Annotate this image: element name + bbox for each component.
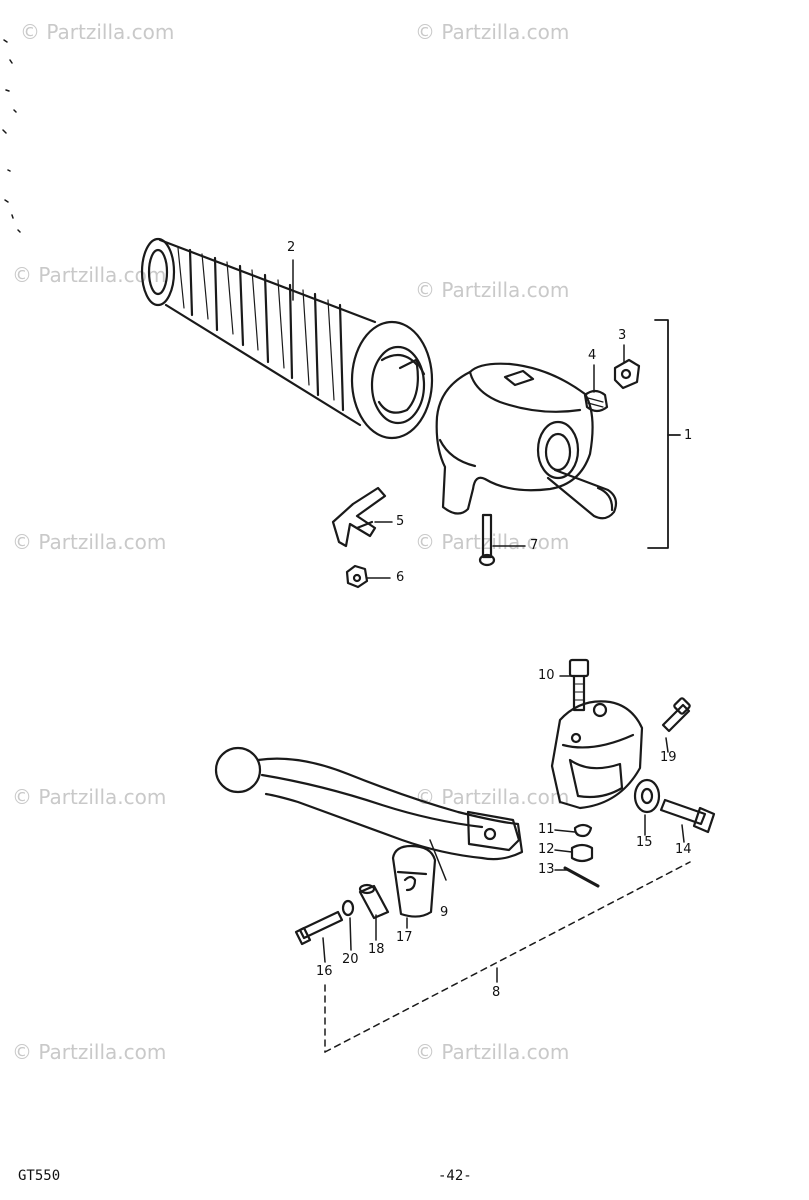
callout-13: 13	[538, 862, 555, 877]
callout-6: 6	[396, 570, 405, 585]
callout-15: 15	[636, 835, 653, 850]
callout-12: 12	[538, 842, 555, 857]
watermark: © Partzilla.com	[12, 785, 167, 809]
part-7	[478, 513, 496, 567]
page-number: -42-	[438, 1168, 472, 1184]
clutch-lever-part	[214, 746, 524, 881]
part-19	[661, 697, 691, 733]
switch-housing-part	[435, 362, 618, 520]
callout-3: 3	[618, 328, 627, 343]
part-10	[568, 658, 590, 712]
throttle-grip-part	[140, 237, 434, 440]
part-20	[341, 899, 355, 917]
callout-2: 2	[287, 240, 296, 255]
part-13	[563, 866, 600, 888]
callout-16: 16	[316, 964, 333, 979]
callout-5: 5	[396, 514, 405, 529]
callout-19: 19	[660, 750, 677, 765]
watermark: © Partzilla.com	[12, 263, 167, 287]
callout-1: 1	[684, 428, 693, 443]
part-11	[573, 823, 593, 838]
part-12	[570, 843, 594, 863]
part-6	[345, 564, 369, 589]
callout-8: 8	[492, 985, 501, 1000]
part-16	[294, 910, 344, 946]
part-3	[613, 358, 641, 390]
watermark: © Partzilla.com	[415, 1040, 570, 1064]
watermark: © Partzilla.com	[12, 530, 167, 554]
part-5	[331, 486, 387, 548]
callout-11: 11	[538, 822, 555, 837]
callout-14: 14	[675, 842, 692, 857]
bracket-part-8	[324, 861, 691, 1053]
watermark: © Partzilla.com	[415, 530, 570, 554]
lever-bracket-part	[550, 700, 644, 810]
part-18	[358, 883, 390, 920]
model-label: GT550	[18, 1168, 61, 1184]
watermark: © Partzilla.com	[12, 1040, 167, 1064]
callout-20: 20	[342, 952, 359, 967]
part-4	[583, 389, 609, 413]
callout-18: 18	[368, 942, 385, 957]
watermark: © Partzilla.com	[20, 20, 175, 44]
callout-9: 9	[440, 905, 449, 920]
callout-10: 10	[538, 668, 555, 683]
bracket-part-1	[647, 319, 669, 549]
part-15	[633, 778, 661, 814]
scan-specks	[2, 39, 21, 233]
callout-17: 17	[396, 930, 413, 945]
watermark: © Partzilla.com	[415, 785, 570, 809]
watermark: © Partzilla.com	[415, 20, 570, 44]
part-14	[659, 798, 716, 834]
watermark: © Partzilla.com	[415, 278, 570, 302]
part-17	[391, 844, 437, 918]
callout-7: 7	[530, 538, 539, 553]
callout-4: 4	[588, 348, 597, 363]
